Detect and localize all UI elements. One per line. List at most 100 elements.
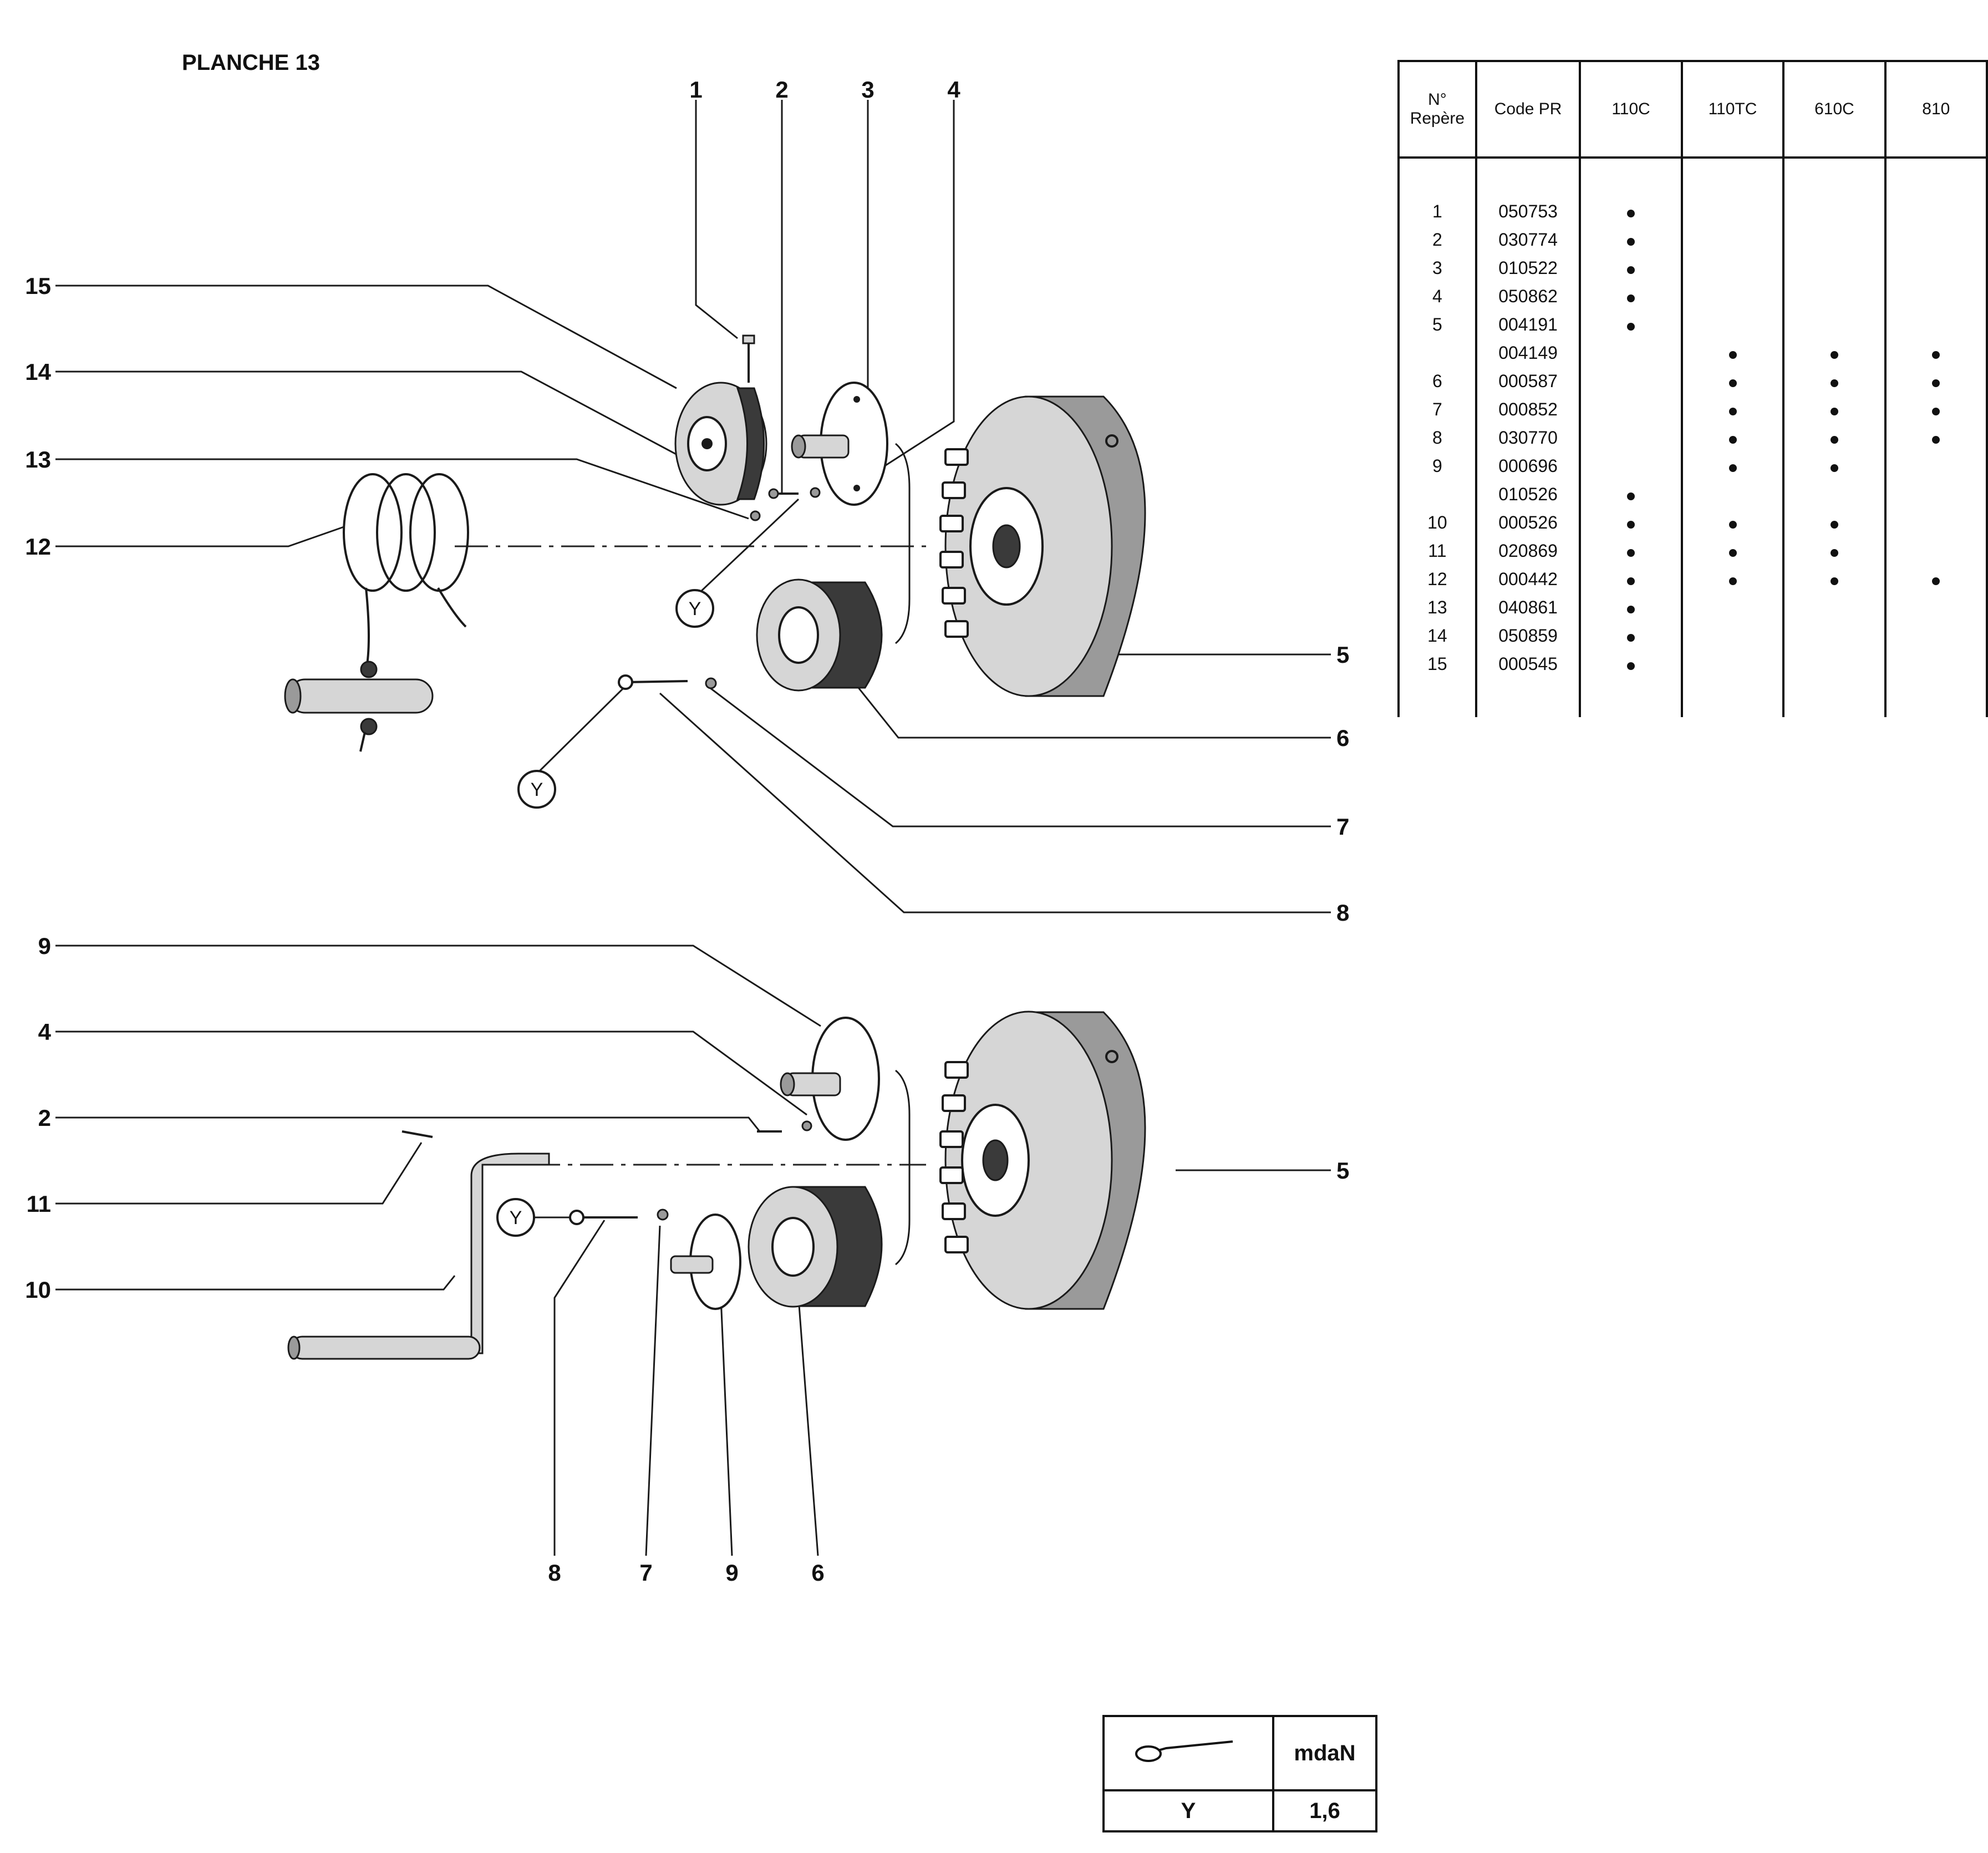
applicable-dot-icon xyxy=(1627,549,1635,557)
callout-8-bottom: 8 xyxy=(548,1560,561,1586)
applicable-dot-icon xyxy=(1728,549,1737,557)
model-mark xyxy=(1782,311,1887,339)
leader-y-2 xyxy=(536,687,625,775)
part-ref: 14 xyxy=(1397,622,1477,650)
leader-12 xyxy=(55,526,344,547)
torque-unit: mdaN xyxy=(1272,1715,1377,1791)
leader-8-top xyxy=(659,692,1331,913)
model-mark xyxy=(1579,565,1683,593)
applicable-dot-icon xyxy=(1728,464,1737,472)
part-ref xyxy=(1397,339,1477,367)
part-8-head-bottom xyxy=(569,1210,584,1225)
header-110tc: 110TC xyxy=(1680,60,1785,159)
part-ref: 2 xyxy=(1397,226,1477,254)
applicable-dot-icon xyxy=(1627,606,1635,613)
leader-y-1 xyxy=(699,498,800,593)
header-810: 810 xyxy=(1884,60,1988,159)
model-mark xyxy=(1680,537,1785,565)
part-code: 000696 xyxy=(1475,452,1582,480)
end-cell xyxy=(1884,678,1988,717)
callout-1: 1 xyxy=(689,77,702,103)
model-mark xyxy=(1579,254,1683,282)
end-cell xyxy=(1579,678,1683,717)
applicable-dot-icon xyxy=(1627,493,1635,500)
part-code: 050862 xyxy=(1475,282,1582,311)
model-mark xyxy=(1884,537,1988,565)
model-mark xyxy=(1680,311,1785,339)
callout-9-bottom: 9 xyxy=(725,1560,738,1586)
applicable-dot-icon xyxy=(1728,408,1737,415)
applicable-dot-icon xyxy=(1627,634,1635,642)
end-cell xyxy=(1782,678,1887,717)
model-mark xyxy=(1782,395,1887,424)
applicable-dot-icon xyxy=(1932,577,1940,585)
callout-15: 15 xyxy=(25,273,51,299)
parts-table-header: N° Repère Code PR 110C 110TC 610C 810 xyxy=(1397,60,1988,159)
part-ref: 1 xyxy=(1397,197,1477,226)
spacer-cell xyxy=(1579,158,1683,197)
leader-6-top xyxy=(853,682,1331,739)
model-mark xyxy=(1884,424,1988,452)
part-code: 010522 xyxy=(1475,254,1582,282)
end-cell xyxy=(1680,678,1785,717)
rope-coil-1 xyxy=(343,473,403,592)
part-8-screw-top xyxy=(626,680,688,683)
leader-15 xyxy=(55,285,677,389)
model-mark xyxy=(1579,622,1683,650)
part-ref: 9 xyxy=(1397,452,1477,480)
part-4-nut-bottom xyxy=(801,1120,812,1131)
leader-6-bottom xyxy=(797,1297,819,1556)
applicable-dot-icon xyxy=(1728,436,1737,444)
part-ref: 8 xyxy=(1397,424,1477,452)
leader-10-bottom xyxy=(55,1275,456,1291)
torque-table: mdaN Y 1,6 xyxy=(1102,1715,1377,1832)
y-marker-top-1 xyxy=(675,589,714,628)
part-1-head xyxy=(742,334,755,344)
model-mark xyxy=(1579,339,1683,367)
callout-2: 2 xyxy=(775,77,788,103)
part-13-washer xyxy=(750,510,761,521)
callout-5-bottom: 5 xyxy=(1336,1158,1349,1184)
rope-handle xyxy=(287,678,434,714)
pulley-center xyxy=(701,438,713,449)
pulley-rim xyxy=(736,387,765,500)
model-mark xyxy=(1579,395,1683,424)
callout-9-left: 9 xyxy=(38,933,51,959)
y-marker-bottom-label: Y xyxy=(510,1207,522,1228)
model-mark xyxy=(1680,282,1785,311)
model-mark xyxy=(1579,424,1683,452)
header-code: Code PR xyxy=(1475,60,1582,159)
starter-cup-hub-bottom xyxy=(771,1217,815,1277)
model-mark xyxy=(1782,650,1887,678)
leader-7-bottom xyxy=(645,1225,661,1556)
leader-4 xyxy=(876,100,955,473)
rope-coil-2 xyxy=(376,473,436,592)
part-code: 040861 xyxy=(1475,593,1582,622)
model-mark xyxy=(1579,367,1683,395)
model-mark xyxy=(1884,226,1988,254)
callout-2-left: 2 xyxy=(38,1105,51,1131)
applicable-dot-icon xyxy=(1932,436,1940,444)
model-mark xyxy=(1680,509,1785,537)
rope-end xyxy=(365,587,370,672)
plate-title: PLANCHE 13 xyxy=(182,50,320,75)
part-code: 050859 xyxy=(1475,622,1582,650)
callout-5-top: 5 xyxy=(1336,642,1349,668)
crank-shaft xyxy=(470,1153,550,1354)
applicable-dot-icon xyxy=(1830,408,1838,415)
model-mark xyxy=(1884,395,1988,424)
leader-11-bottom xyxy=(55,1142,423,1205)
leader-1 xyxy=(695,100,738,339)
applicable-dot-icon xyxy=(1627,266,1635,274)
model-mark xyxy=(1579,593,1683,622)
applicable-dot-icon xyxy=(1627,577,1635,585)
starter-cup-hub-top xyxy=(778,606,819,664)
applicable-dot-icon xyxy=(1627,323,1635,331)
flywheel-screw-bottom xyxy=(1105,1050,1118,1063)
